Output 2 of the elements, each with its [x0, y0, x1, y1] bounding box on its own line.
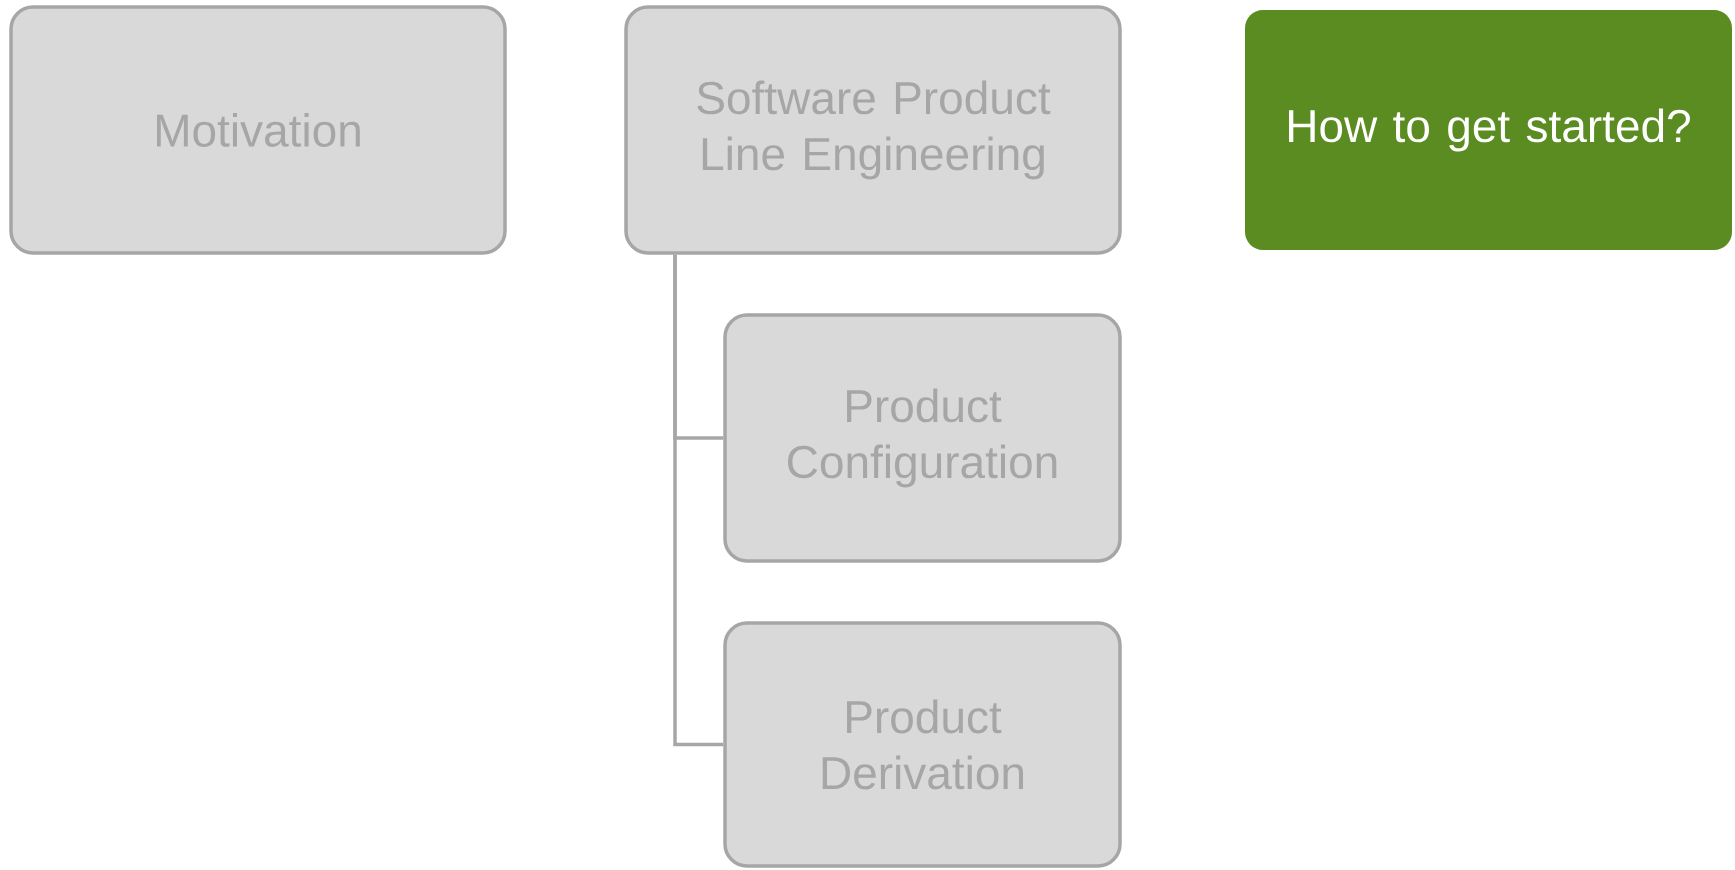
- topic-box: How to get started?: [1245, 10, 1732, 250]
- connector-line: [673, 254, 724, 747]
